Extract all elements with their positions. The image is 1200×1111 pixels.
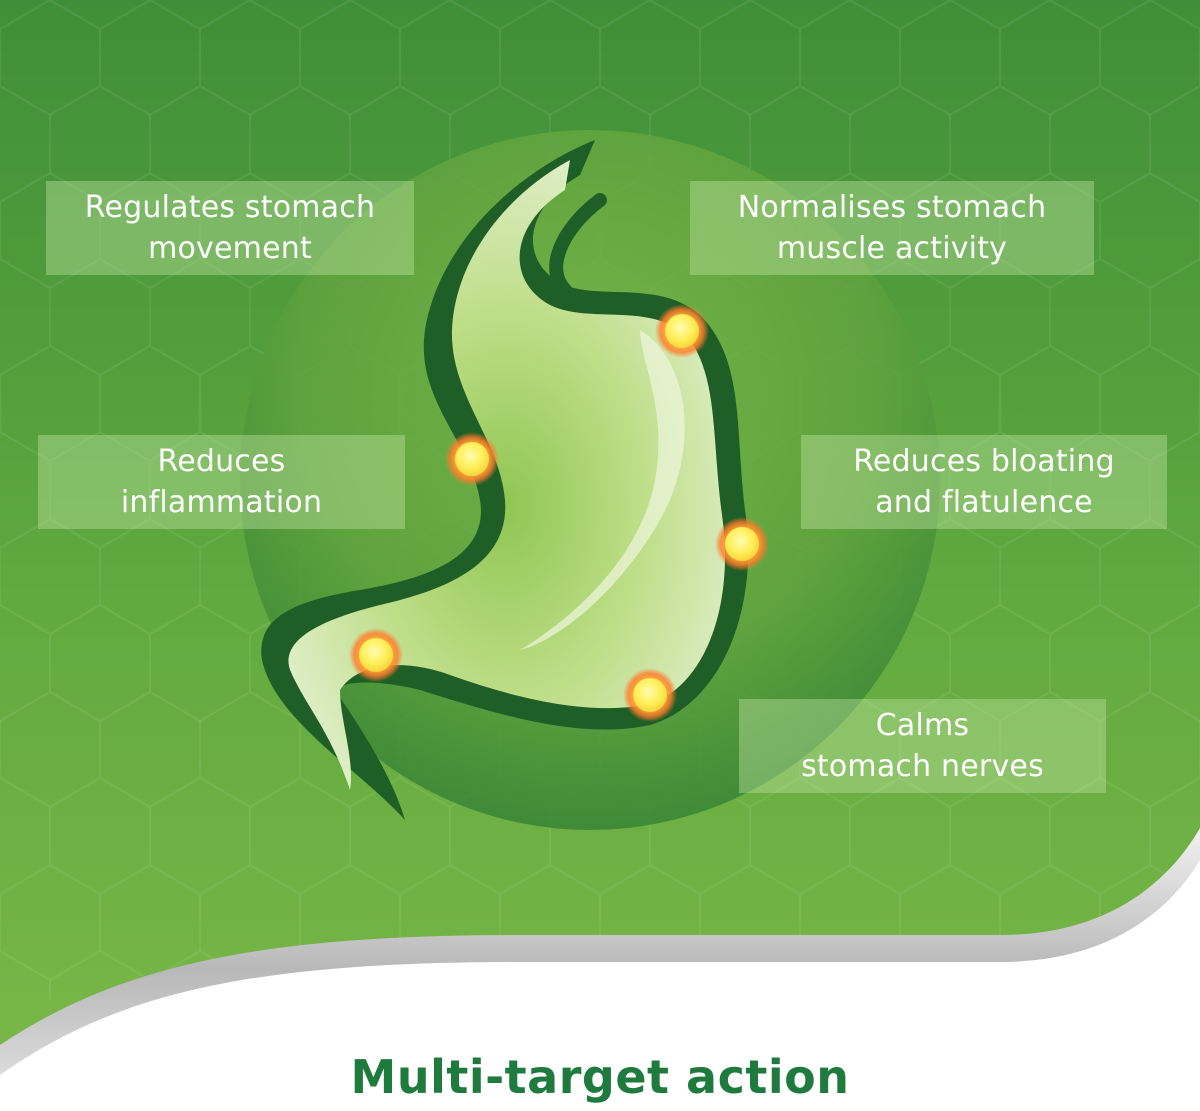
label-line: stomach nerves <box>801 749 1044 784</box>
target-dot <box>349 628 403 682</box>
label-calms-nerves: Calms stomach nerves <box>739 699 1106 793</box>
target-dot <box>715 517 769 571</box>
label-line: and flatulence <box>875 485 1093 520</box>
label-line: Calms <box>875 708 970 743</box>
label-line: movement <box>148 231 312 266</box>
label-line: Normalises stomach <box>737 190 1047 225</box>
label-line: Reduces <box>157 444 286 479</box>
label-reduces-inflammation: Reduces inflammation <box>38 435 405 529</box>
label-reduces-bloating: Reduces bloating and flatulence <box>801 435 1167 529</box>
label-line: muscle activity <box>776 231 1008 266</box>
target-dots <box>349 304 769 722</box>
target-dot <box>445 432 499 486</box>
target-dot <box>655 304 709 358</box>
target-dot <box>623 668 677 722</box>
label-line: Regulates stomach <box>84 190 376 225</box>
label-line: Reduces bloating <box>853 444 1115 479</box>
label-regulates-movement: Regulates stomach movement <box>46 181 414 275</box>
label-line: inflammation <box>120 485 323 520</box>
footer-title: Multi-target action <box>350 1050 850 1104</box>
label-normalises-muscle-activity: Normalises stomach muscle activity <box>690 181 1094 275</box>
white-footer-area <box>0 860 1200 1111</box>
